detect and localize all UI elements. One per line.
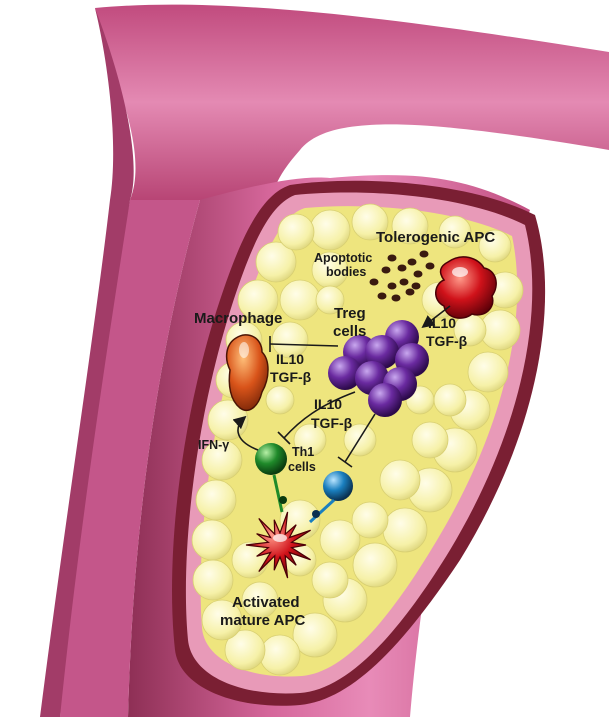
- foam-cell: [266, 386, 294, 414]
- label-treg-line1: Treg: [334, 305, 366, 322]
- vessel-top-segment: [95, 5, 609, 200]
- label-il10-center: IL10: [314, 396, 342, 412]
- label-tolerogenic-apc: Tolerogenic APC: [376, 229, 495, 246]
- label-activated-line1: Activated: [232, 594, 300, 611]
- foam-cell: [353, 543, 397, 587]
- foam-cell: [280, 280, 320, 320]
- foam-cell: [383, 508, 427, 552]
- activated-apc-highlight: [273, 534, 287, 542]
- th1-cell-green: [255, 443, 287, 475]
- apoptotic-body: [414, 271, 423, 278]
- apoptotic-body: [388, 255, 397, 262]
- apoptotic-body: [420, 251, 429, 258]
- macrophage-highlight: [239, 342, 249, 358]
- th1-blue-tether-tip: [312, 510, 320, 518]
- apoptotic-body: [426, 263, 435, 270]
- label-macrophage: Macrophage: [194, 310, 282, 327]
- foam-cell: [260, 635, 300, 675]
- foam-cell: [278, 214, 314, 250]
- label-ifn-gamma: IFN-γ: [198, 438, 229, 452]
- foam-cell: [468, 352, 508, 392]
- label-tgfb-left: TGF-β: [270, 369, 312, 385]
- apoptotic-body: [392, 295, 401, 302]
- apoptotic-body: [408, 259, 417, 266]
- foam-cell: [434, 384, 466, 416]
- apoptotic-body: [398, 265, 407, 272]
- foam-cell: [310, 210, 350, 250]
- foam-cell: [352, 502, 388, 538]
- foam-cell: [412, 422, 448, 458]
- foam-cell: [193, 560, 233, 600]
- label-treg-line2: cells: [333, 323, 366, 340]
- foam-cell: [192, 520, 232, 560]
- apoptotic-body: [388, 283, 397, 290]
- label-apoptotic-line2: bodies: [326, 265, 366, 279]
- foam-cell: [196, 480, 236, 520]
- apoptotic-body: [370, 279, 379, 286]
- label-activated-line2: mature APC: [220, 612, 305, 629]
- th1-green-tether-tip: [279, 496, 287, 504]
- label-th1-line2: cells: [288, 460, 316, 474]
- th1-cell-blue: [323, 471, 353, 501]
- apoptotic-body: [382, 267, 391, 274]
- label-il10-left: IL10: [276, 351, 304, 367]
- apoptotic-body: [378, 293, 387, 300]
- apoptotic-body: [400, 279, 409, 286]
- foam-cell: [312, 562, 348, 598]
- apoptotic-body: [412, 283, 421, 290]
- label-il10-right: IL10: [428, 315, 456, 331]
- tolerogenic-apc-highlight: [452, 267, 468, 277]
- apoptotic-body: [406, 289, 415, 296]
- label-tgfb-center: TGF-β: [311, 415, 353, 431]
- label-tgfb-right: TGF-β: [426, 333, 468, 349]
- foam-cell: [380, 460, 420, 500]
- label-th1-line1: Th1: [292, 445, 314, 459]
- label-apoptotic-line1: Apoptotic: [314, 251, 372, 265]
